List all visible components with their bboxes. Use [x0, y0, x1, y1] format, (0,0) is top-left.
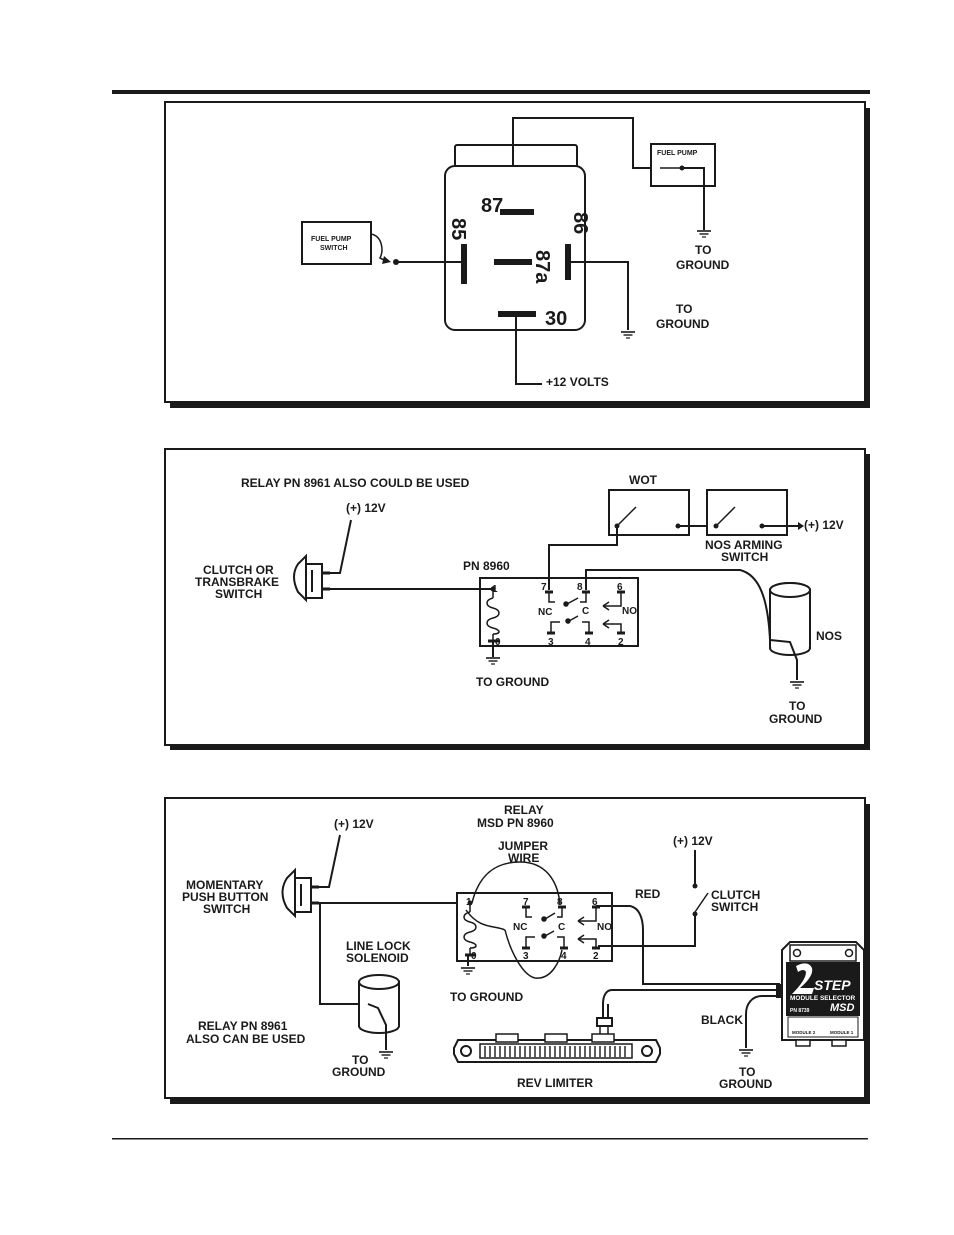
- pin-87a-label: 87a: [531, 250, 553, 284]
- nos-arming-label-line1: NOS ARMING: [705, 538, 783, 552]
- module-pn-text: PN 8739: [790, 1008, 810, 1014]
- ground-nos-line2: GROUND: [769, 712, 823, 726]
- relay-pin-2: 2: [593, 951, 599, 962]
- linelock-label-line1: LINE LOCK: [346, 939, 411, 953]
- black-label: BLACK: [701, 1013, 743, 1027]
- rev-limiter-unit: [453, 1033, 661, 1063]
- ground-sol-line2: GROUND: [332, 1065, 386, 1079]
- ground-nos-line1: TO: [789, 699, 805, 713]
- relay-nc-label: NC: [513, 922, 527, 933]
- header-rule: [112, 90, 870, 94]
- relay-pin-6: 6: [592, 897, 598, 908]
- relay-title-line1: RELAY: [504, 803, 544, 817]
- plus12-volts-label: +12 VOLTS: [546, 375, 609, 389]
- relay-pin-0: 0: [471, 951, 477, 962]
- rev-limiter-label: REV LIMITER: [517, 1076, 593, 1090]
- diagram-line-lock-two-step: RELAY MSD PN 8960 JUMPER WIRE (+) 12V (+…: [164, 797, 870, 1104]
- relay-pin-7: 7: [523, 897, 529, 908]
- ground-relay-label: TO GROUND: [476, 675, 549, 689]
- relay-pin-6: 6: [617, 582, 623, 593]
- momentary-push-button: [281, 867, 319, 919]
- plus12-left-label: (+) 12V: [334, 817, 374, 831]
- diagram-fuel-pump-relay: 87 85 86 87a 30 FUEL PUMP TO GROUND FUEL…: [164, 101, 870, 408]
- clutch-label-line1: CLUTCH: [711, 888, 760, 902]
- fuel-pump-label: FUEL PUMP: [657, 150, 698, 157]
- plus12-right-label: (+) 12V: [804, 518, 844, 532]
- red-label: RED: [635, 887, 661, 901]
- push-label-line3: SWITCH: [203, 902, 250, 916]
- relay-8960-box: [479, 577, 639, 647]
- relay-nc-label: NC: [538, 607, 552, 618]
- ground-label-a-line1: TO: [695, 243, 711, 257]
- jumper-label-line1: JUMPER: [498, 839, 548, 853]
- module-step-text: STEP: [814, 977, 851, 993]
- nos-solenoid: [769, 582, 811, 656]
- relay-pin-3: 3: [523, 951, 529, 962]
- module-selector-text: MODULE SELECTOR: [790, 995, 856, 1002]
- clutch-transbrake-switch: [293, 553, 330, 603]
- plus12-right-label: (+) 12V: [673, 834, 713, 848]
- switch-label-line2: TRANSBRAKE: [195, 575, 279, 589]
- module-brand-text: MSD: [830, 1002, 855, 1014]
- relay-c-label: C: [582, 606, 589, 617]
- module-1-text: MODULE 1: [830, 1030, 854, 1035]
- nos-arming-switch-box: [706, 489, 788, 536]
- relay-pin-2: 2: [618, 637, 624, 648]
- ground-mod-line1: TO: [739, 1065, 755, 1079]
- relay-pin-7: 7: [541, 582, 547, 593]
- pin-30-label: 30: [545, 308, 567, 330]
- footer-rule: [112, 1138, 868, 1140]
- relay-pin-8: 8: [577, 582, 583, 593]
- pin-85-label: 85: [447, 218, 469, 240]
- ground-label-a-line2: GROUND: [676, 258, 730, 272]
- wot-label: WOT: [629, 473, 658, 487]
- relay-pin-0: 0: [495, 637, 501, 648]
- ground-sol-line1: TO: [352, 1053, 368, 1067]
- ground-label-b-line1: TO: [676, 302, 692, 316]
- relay-title-line2: MSD PN 8960: [477, 816, 554, 830]
- jumper-wire: [471, 861, 561, 906]
- relay-pn-label: PN 8960: [463, 559, 510, 573]
- relay-body: [444, 144, 586, 331]
- relay-pin-1: 1: [492, 584, 498, 595]
- clutch-label-line2: SWITCH: [711, 900, 758, 914]
- note-line2: ALSO CAN BE USED: [186, 1032, 306, 1046]
- line-lock-solenoid: [358, 974, 400, 1034]
- pin-87-label: 87: [481, 195, 503, 217]
- wot-switch-box: [608, 489, 690, 536]
- ground-mod-line2: GROUND: [719, 1077, 773, 1091]
- relay-note: RELAY PN 8961 ALSO COULD BE USED: [241, 476, 470, 490]
- relay-pin-1: 1: [466, 897, 472, 908]
- nos-arming-label-line2: SWITCH: [721, 550, 768, 564]
- relay-pin-4: 4: [585, 637, 591, 648]
- relay-pin-4: 4: [561, 951, 567, 962]
- fuel-pump-switch-line1: FUEL PUMP: [311, 236, 352, 243]
- fuel-pump-switch-box: [301, 221, 372, 265]
- push-label-line1: MOMENTARY: [186, 878, 263, 892]
- relay-c-label: C: [558, 922, 565, 933]
- plus12-left-label: (+) 12V: [346, 501, 386, 515]
- ground-relay-label: TO GROUND: [450, 990, 523, 1004]
- module-2-text: MODULE 2: [792, 1030, 816, 1035]
- relay-no-label: NO: [597, 922, 612, 933]
- diagram-nos-relay: RELAY PN 8961 ALSO COULD BE USED (+) 12V…: [164, 448, 870, 750]
- note-line1: RELAY PN 8961: [198, 1019, 288, 1033]
- nos-label: NOS: [816, 629, 842, 643]
- ground-label-b-line2: GROUND: [656, 317, 710, 331]
- switch-label-line1: CLUTCH OR: [203, 563, 274, 577]
- switch-label-line3: SWITCH: [215, 587, 262, 601]
- relay-no-label: NO: [622, 606, 637, 617]
- relay-8960-box: [456, 892, 613, 962]
- two-step-module: [776, 941, 865, 1047]
- pin-86-label: 86: [569, 212, 591, 234]
- relay-pin-3: 3: [548, 637, 554, 648]
- linelock-label-line2: SOLENOID: [346, 951, 409, 965]
- fuel-pump-switch-line2: SWITCH: [320, 245, 348, 252]
- push-label-line2: PUSH BUTTON: [182, 890, 268, 904]
